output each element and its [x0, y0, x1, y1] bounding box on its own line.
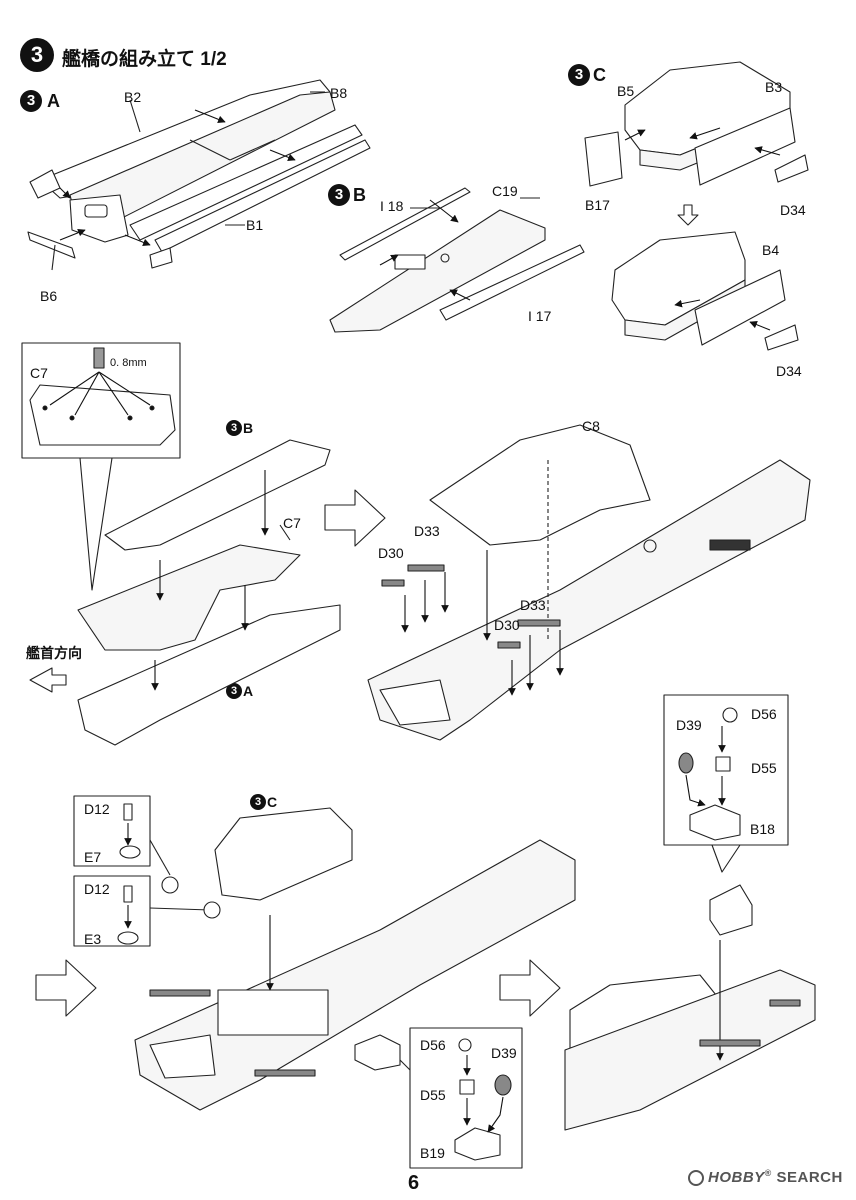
label-b8: B8 — [330, 85, 348, 101]
label-b4: B4 — [762, 242, 780, 258]
hobbysearch-logo-icon — [688, 1170, 704, 1186]
label-d34-top: D34 — [780, 202, 806, 218]
e7-detail-box — [73, 795, 171, 876]
label-c7-inset: C7 — [30, 365, 48, 381]
c7-detail-inset — [21, 342, 181, 591]
ref-3a-badge: 3 — [226, 683, 242, 699]
substep-3a-letter: A — [47, 91, 60, 111]
label-b2: B2 — [124, 89, 142, 105]
step-title: 艦橋の組み立て 1/2 — [62, 49, 227, 70]
label-d55-box: D55 — [751, 760, 777, 776]
substep-3b-letter: B — [353, 185, 366, 205]
ref-3b-badge: 3 — [226, 420, 242, 436]
step-number-badge: 3 — [20, 38, 54, 72]
assembly-right — [367, 424, 811, 741]
label-d12-b: D12 — [84, 881, 110, 897]
ref-3a-letter: A — [243, 683, 254, 699]
e3-detail-box — [73, 875, 211, 947]
label-d39-lower: D39 — [491, 1045, 517, 1061]
label-d30-right: D30 — [494, 617, 520, 633]
label-c7: C7 — [283, 515, 301, 531]
substep-3c-badge: 3 — [568, 64, 590, 86]
flow-arrow-2 — [35, 959, 97, 1017]
label-i17: I 17 — [528, 308, 552, 324]
label-d33-left: D33 — [414, 523, 440, 539]
label-e3: E3 — [84, 931, 102, 947]
watermark-search: SEARCH — [776, 1169, 843, 1186]
substep-3a-badge: 3 — [20, 90, 42, 112]
watermark-hobby: HOBBY — [708, 1169, 765, 1186]
bow-direction-label: 艦首方向 — [26, 645, 82, 661]
label-d30-left: D30 — [378, 545, 404, 561]
label-d12-a: D12 — [84, 801, 110, 817]
hobbysearch-watermark: HOBBY® SEARCH — [688, 1168, 843, 1186]
label-b5: B5 — [617, 83, 635, 99]
flow-arrow-1 — [324, 489, 386, 547]
label-e7: E7 — [84, 849, 102, 865]
ref-3c-badge: 3 — [250, 794, 266, 810]
label-c19: C19 — [492, 183, 518, 199]
page-number: 6 — [408, 1172, 420, 1194]
label-d34-bottom: D34 — [776, 363, 802, 379]
label-b19: B19 — [420, 1145, 445, 1161]
label-d56-box: D56 — [751, 706, 777, 722]
label-d56-lower: D56 — [420, 1037, 446, 1053]
label-b3: B3 — [765, 79, 783, 95]
assembly-left — [29, 439, 341, 746]
b18-detail-box — [663, 694, 789, 873]
assembly-lower-left — [134, 807, 576, 1111]
assembly-lower-right — [564, 884, 816, 1131]
label-b17: B17 — [585, 197, 610, 213]
label-d39-box: D39 — [676, 717, 702, 733]
label-d55-lower: D55 — [420, 1087, 446, 1103]
substep-3b-badge: 3 — [328, 184, 350, 206]
label-i18: I 18 — [380, 198, 404, 214]
label-b1: B1 — [246, 217, 264, 233]
label-c8: C8 — [582, 418, 600, 434]
diagram-3a — [27, 79, 371, 271]
ref-3b-letter: B — [243, 420, 254, 436]
substep-3c-letter: C — [593, 65, 606, 85]
label-b18: B18 — [750, 821, 775, 837]
label-b6: B6 — [40, 288, 58, 304]
watermark-reg: ® — [764, 1168, 772, 1178]
ref-3c-letter: C — [267, 794, 278, 810]
b19-detail-box — [399, 1027, 523, 1169]
label-drill-size: 0. 8mm — [110, 357, 147, 369]
flow-arrow-3 — [499, 959, 561, 1017]
diagram-3c — [584, 61, 809, 351]
label-d33-right: D33 — [520, 597, 546, 613]
diagram-3b — [329, 187, 585, 333]
